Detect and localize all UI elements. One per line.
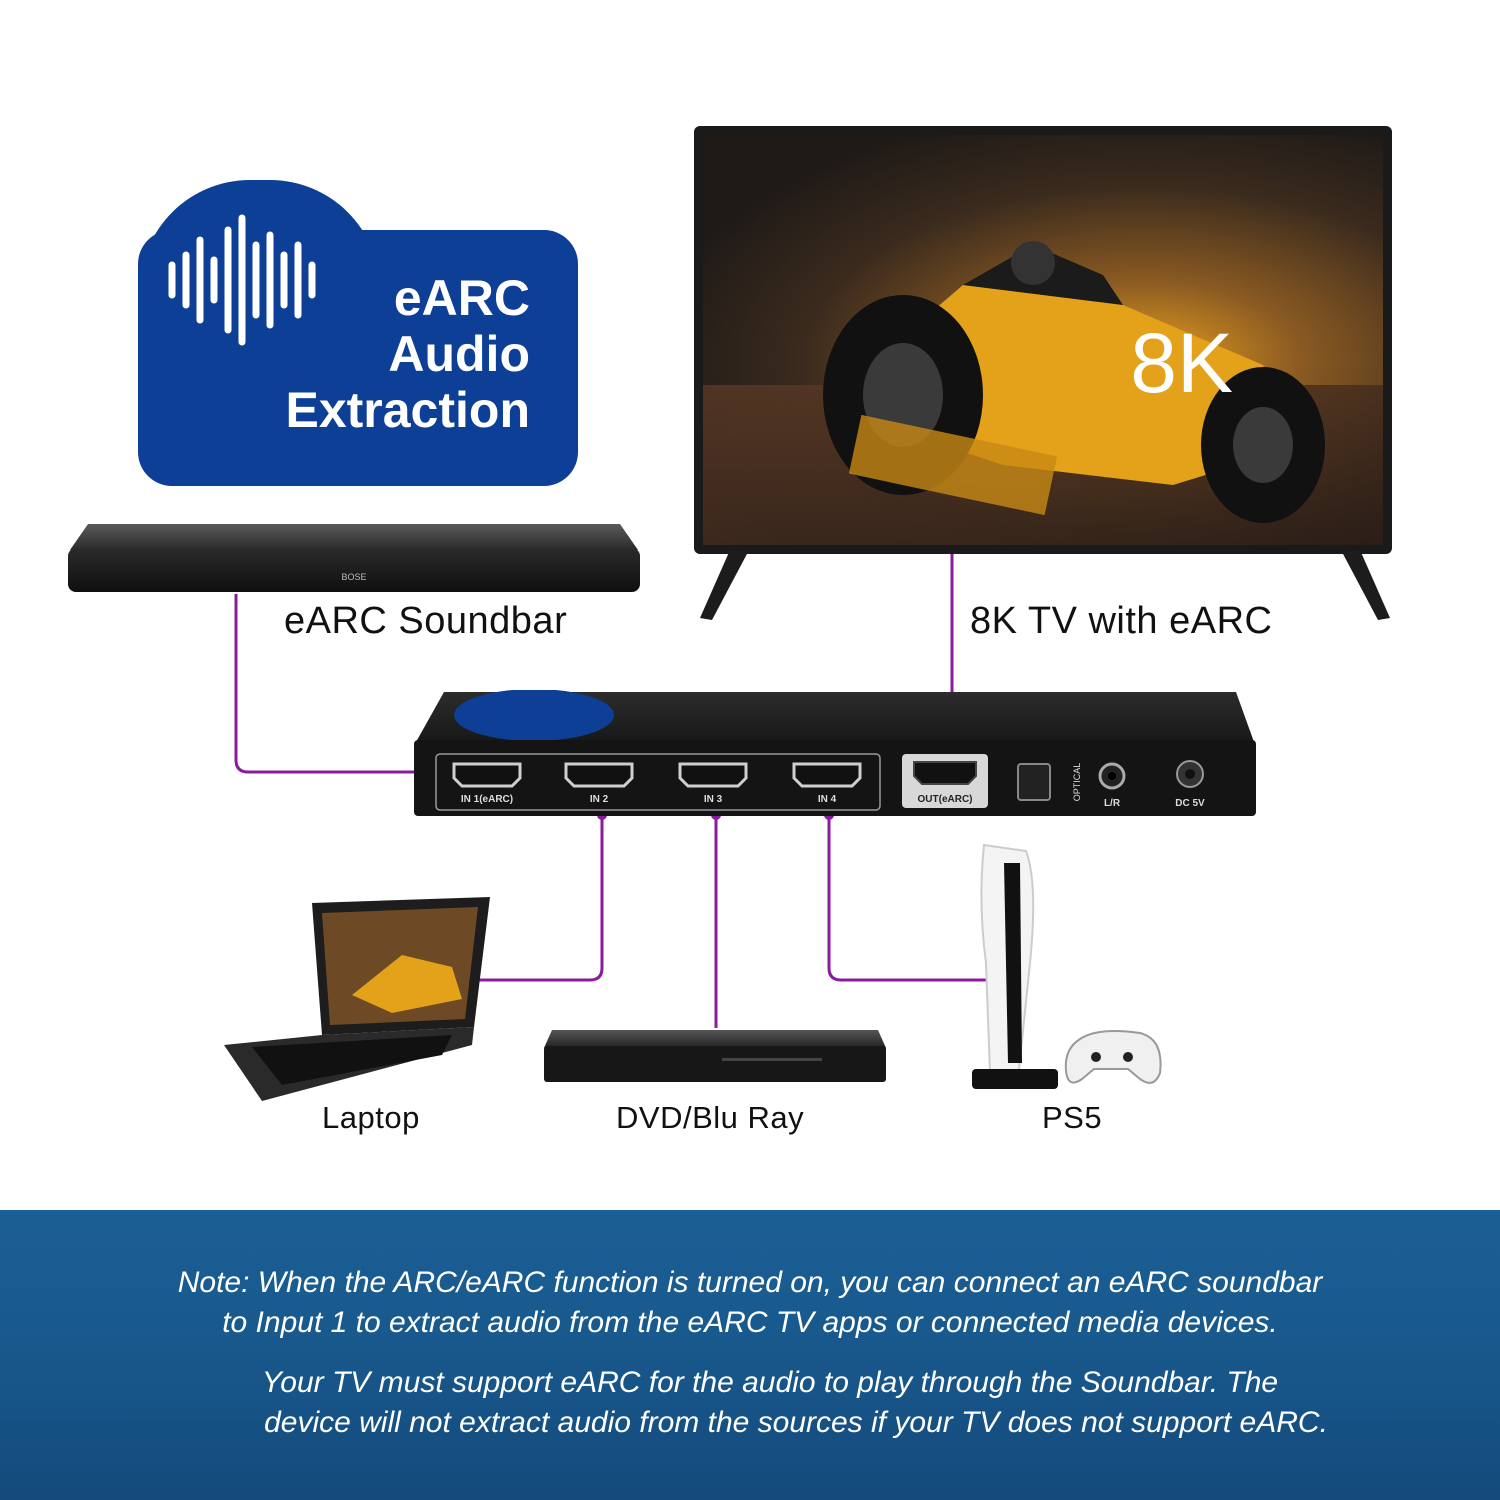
note-panel: Note: When the ARC/eARC function is turn… (0, 1210, 1500, 1500)
port-label-out: OUT(eARC) (918, 794, 973, 805)
note-line-3: Your TV must support eARC for the audio … (261, 1366, 1279, 1399)
badge-text: eARC Audio Extraction (200, 270, 530, 438)
cable-soundbar-in1 (234, 594, 440, 774)
tv-screen: 8K (703, 135, 1383, 545)
note-line-1: Note: When the ARC/eARC function is turn… (177, 1266, 1323, 1299)
soundbar-label: eARC Soundbar (284, 600, 568, 642)
tv-label: 8K TV with eARC (970, 600, 1273, 642)
ps5-console-image (972, 843, 1162, 1089)
port-label-in4: IN 4 (818, 794, 837, 805)
port-label-in2: IN 2 (590, 794, 609, 805)
sound-wave-icon (168, 214, 316, 346)
note-line-2: to Input 1 to extract audio from the eAR… (222, 1306, 1278, 1339)
port-label-in1: IN 1(eARC) (461, 794, 513, 805)
soundbar-image: BOSE (68, 524, 640, 592)
optical-label: OPTICAL (1072, 763, 1082, 802)
ps5-label: PS5 (1042, 1100, 1103, 1135)
badge-line-3: Extraction (285, 382, 530, 438)
tv-resolution-text: 8K (1130, 316, 1233, 410)
cable-in4-ps5 (827, 815, 990, 982)
dc-label: DC 5V (1175, 798, 1205, 809)
cable-in2-laptop (478, 815, 604, 982)
badge-line-1: eARC (393, 270, 530, 326)
lr-label: L/R (1104, 798, 1121, 809)
brand-logo-icon (454, 690, 614, 741)
port-label-in3: IN 3 (704, 794, 723, 805)
soundbar-brand: BOSE (341, 572, 366, 582)
laptop-image (224, 897, 490, 1101)
badge-line-2: Audio (388, 326, 530, 382)
hdmi-switch: OPTICAL IN 1(eARC) IN 2 IN 3 IN 4 OUT(eA… (414, 690, 1256, 816)
note-line-4: device will not extract audio from the s… (264, 1406, 1328, 1439)
tv-stand (700, 550, 1390, 620)
dvd-label: DVD/Blu Ray (616, 1100, 805, 1135)
dvd-player-image (544, 1030, 886, 1082)
laptop-label: Laptop (322, 1100, 420, 1135)
race-car-image (703, 241, 1383, 545)
